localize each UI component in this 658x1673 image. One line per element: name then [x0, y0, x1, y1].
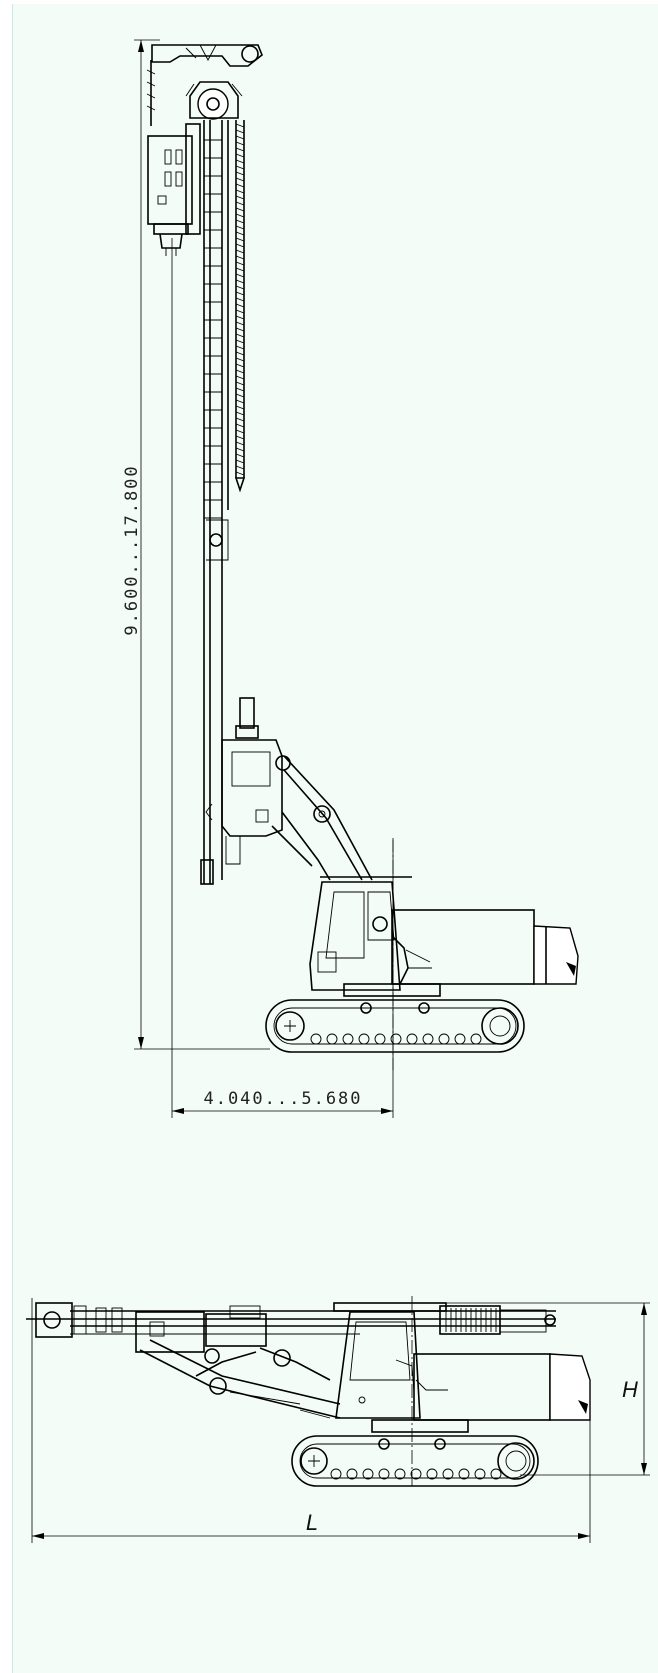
reach-range-label: 4.040...5.680 — [203, 1089, 362, 1109]
folded-mast — [26, 1302, 556, 1364]
folded-boom-arms — [139, 1339, 341, 1419]
transport-cab — [335, 1311, 421, 1419]
mast — [200, 120, 246, 885]
reach-dimension: 4.040...5.680 — [171, 238, 394, 1118]
length-dimension: L — [31, 1298, 591, 1543]
transport-superstructure — [371, 1353, 591, 1433]
mast-crown — [146, 44, 263, 126]
rotary-head — [147, 123, 201, 256]
height-dimension: 9.600...17.800 — [122, 39, 270, 1050]
superstructure — [343, 909, 579, 997]
height-label: H — [622, 1377, 638, 1402]
boom-arms — [271, 755, 373, 881]
length-label: L — [306, 1510, 318, 1535]
feed-unit — [205, 697, 291, 865]
cab — [309, 876, 412, 991]
transport-position-view: L H — [26, 1296, 650, 1543]
transport-height-dimension: H — [446, 1302, 650, 1476]
transport-crawler-track — [291, 1435, 539, 1487]
crawler-track — [265, 999, 525, 1053]
height-range-label: 9.600...17.800 — [122, 464, 142, 635]
working-position-view: 9.600...17.800 4.040...5.680 — [122, 39, 579, 1118]
